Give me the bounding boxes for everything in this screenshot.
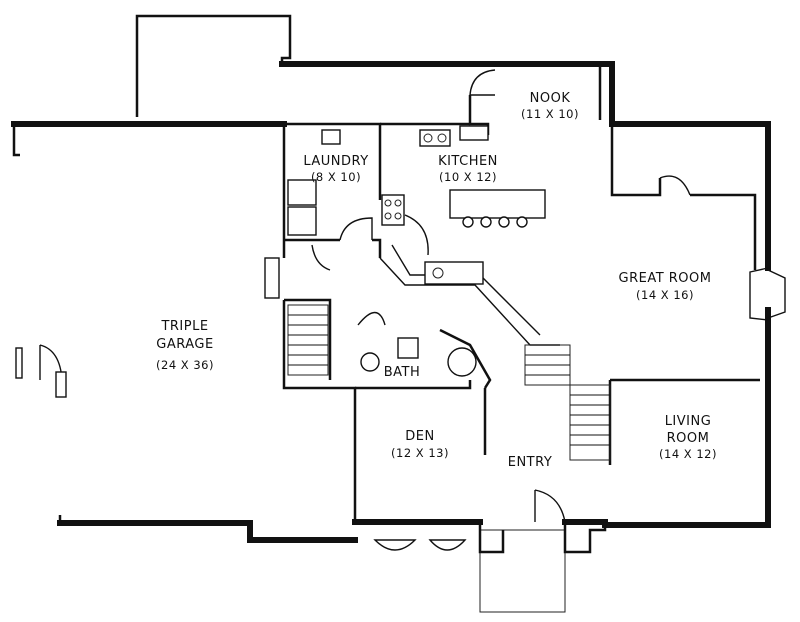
fixtures: [287, 125, 546, 551]
living-room-label-line2: ROOM: [667, 431, 710, 446]
stairs: [287, 304, 611, 461]
nook-dimensions: (11 X 10): [521, 107, 579, 121]
exterior-walls: [11, 14, 771, 613]
den-dimensions: (12 X 13): [391, 446, 449, 460]
bath-label: BATH: [384, 365, 421, 380]
garage-dimensions: (24 X 36): [156, 358, 214, 372]
doors: [15, 69, 786, 523]
entry-label: ENTRY: [508, 455, 553, 470]
living-room-label-line1: LIVING: [665, 414, 712, 429]
great-room-dimensions: (14 X 16): [636, 288, 694, 302]
laundry-dimensions: (8 X 10): [311, 170, 361, 184]
great-room-label: GREAT ROOM: [619, 271, 712, 286]
den-label: DEN: [405, 429, 434, 444]
garage-label-line1: TRIPLE: [160, 319, 208, 334]
room-labels: NOOK (11 X 10) LAUNDRY (8 X 10) KITCHEN …: [156, 91, 717, 470]
nook-label: NOOK: [530, 91, 571, 106]
living-room-dimensions: (14 X 12): [659, 447, 717, 461]
kitchen-dimensions: (10 X 12): [439, 170, 497, 184]
garage-label-line2: GARAGE: [156, 337, 213, 352]
interior-walls: [282, 64, 760, 522]
laundry-label: LAUNDRY: [303, 154, 368, 169]
kitchen-label: KITCHEN: [438, 154, 498, 169]
